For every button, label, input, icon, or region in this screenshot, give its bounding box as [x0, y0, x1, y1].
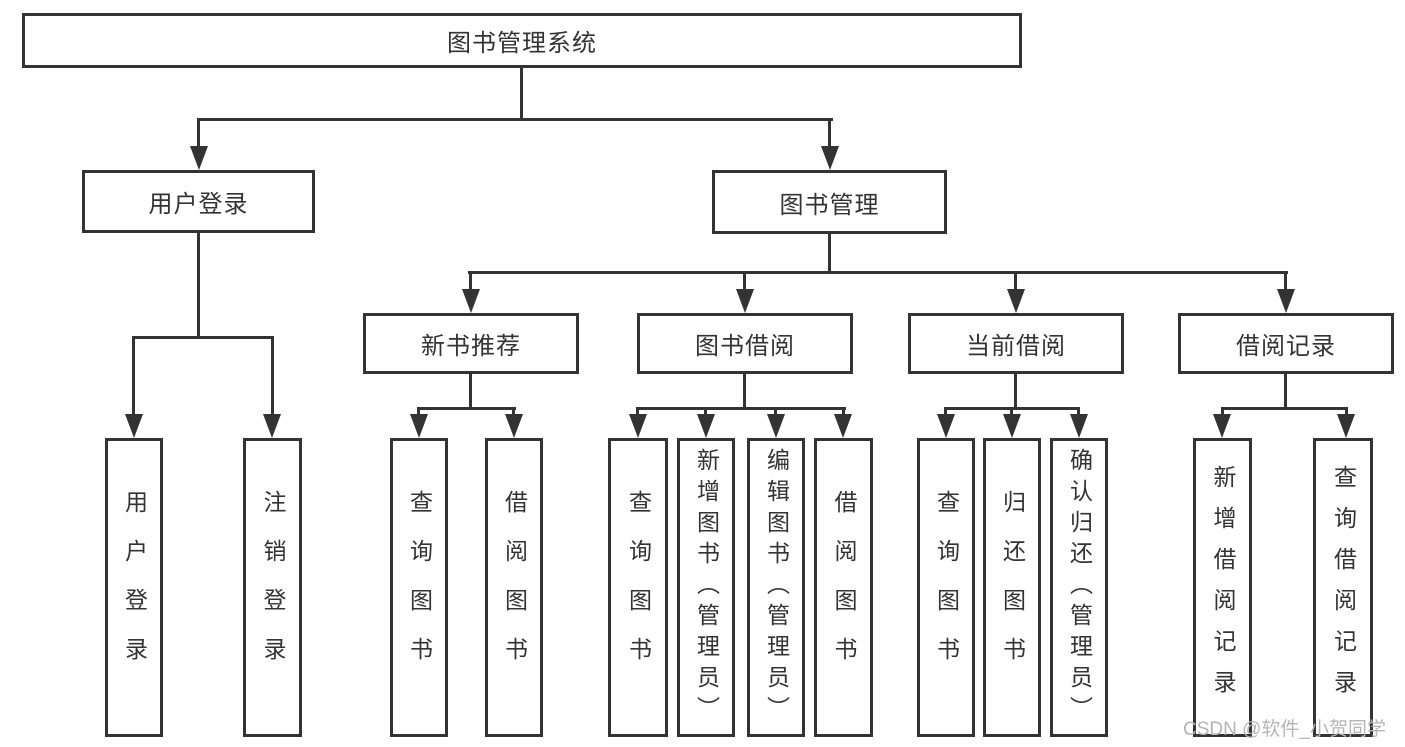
leaf-edit-books-admin: 编辑图书（管理员）	[747, 438, 805, 737]
arrowhead-down-icon	[263, 414, 281, 438]
node-book-borrow: 图书借阅	[637, 313, 853, 374]
connector-line	[197, 233, 200, 337]
node-borrow-records-label: 借阅记录	[1236, 333, 1336, 360]
connector-line	[417, 407, 516, 410]
arrowhead-down-icon	[410, 414, 428, 438]
arrowhead-down-icon	[125, 414, 143, 438]
connector-line	[743, 374, 746, 410]
leaf-recommend-borrow-books: 借阅图书	[485, 438, 543, 737]
leaf-return-books-label: 归还图书	[999, 489, 1026, 686]
arrowhead-down-icon	[736, 289, 754, 313]
node-new-book-recommend-label: 新书推荐	[421, 333, 521, 360]
leaf-recommend-query-books: 查询图书	[390, 438, 448, 737]
connector-line	[1077, 407, 1080, 417]
arrowhead-down-icon	[767, 414, 785, 438]
leaf-borrow-books: 借阅图书	[814, 438, 873, 737]
connector-line	[1014, 374, 1017, 410]
connector-line	[512, 407, 515, 417]
arrowhead-down-icon	[505, 414, 523, 438]
connector-line	[197, 118, 200, 150]
connector-line	[1221, 407, 1224, 417]
arrowhead-down-icon	[1277, 289, 1295, 313]
connector-line	[132, 336, 274, 339]
connector-line	[469, 271, 472, 293]
csdn-watermark: CSDN @软件_小贺同学	[1183, 719, 1386, 740]
connector-line	[743, 271, 746, 293]
leaf-edit-books-admin-label: 编辑图书（管理员）	[763, 448, 790, 727]
connector-line	[774, 407, 777, 417]
connector-line	[1014, 271, 1017, 293]
connector-line	[704, 407, 707, 417]
connector-line	[1221, 407, 1348, 410]
arrowhead-down-icon	[462, 289, 480, 313]
connector-line	[944, 407, 947, 417]
connector-line	[636, 407, 846, 410]
leaf-add-borrow-record: 新增借阅记录	[1193, 438, 1252, 737]
node-book-borrow-label: 图书借阅	[695, 333, 795, 360]
node-current-borrow: 当前借阅	[908, 313, 1124, 374]
leaf-user-login: 用户登录	[105, 438, 163, 737]
node-current-borrow-label: 当前借阅	[966, 333, 1066, 360]
node-library-system: 图书管理系统	[22, 13, 1022, 68]
leaf-recommend-query-books-label: 查询图书	[406, 489, 433, 686]
node-library-system-label: 图书管理系统	[447, 30, 597, 57]
connector-line	[1284, 271, 1287, 293]
arrowhead-down-icon	[697, 414, 715, 438]
connector-line	[1284, 374, 1287, 410]
leaf-user-login-label: 用户登录	[121, 489, 148, 686]
leaf-return-books: 归还图书	[983, 438, 1041, 737]
node-user-login-label: 用户登录	[148, 191, 249, 218]
leaf-current-query-books-label: 查询图书	[933, 489, 960, 686]
leaf-logout-login-label: 注销登录	[260, 489, 286, 686]
connector-line	[469, 374, 472, 410]
arrowhead-down-icon	[629, 414, 647, 438]
arrowhead-down-icon	[1337, 414, 1355, 438]
arrowhead-down-icon	[1007, 289, 1025, 313]
node-book-management-label: 图书管理	[779, 191, 880, 219]
arrowhead-down-icon	[834, 414, 852, 438]
connector-line	[1010, 407, 1013, 417]
leaf-borrow-query-books-label: 查询图书	[625, 489, 652, 686]
connector-line	[520, 68, 523, 118]
node-borrow-records: 借阅记录	[1178, 313, 1394, 374]
leaf-confirm-return-admin-label: 确认归还（管理员）	[1066, 448, 1093, 727]
connector-line	[828, 234, 831, 274]
node-user-login: 用户登录	[82, 170, 315, 233]
leaf-add-books-admin-label: 新增图书（管理员）	[693, 448, 720, 727]
leaf-borrow-books-label: 借阅图书	[831, 489, 857, 686]
arrowhead-down-icon	[1213, 414, 1231, 438]
node-book-management: 图书管理	[712, 170, 947, 234]
arrowhead-down-icon	[1070, 414, 1088, 438]
arrowhead-down-icon	[821, 146, 839, 170]
connector-line	[197, 118, 833, 121]
node-new-book-recommend: 新书推荐	[363, 313, 579, 374]
connector-line	[417, 407, 420, 417]
connector-line	[842, 407, 845, 417]
connector-line	[636, 407, 639, 417]
connector-line	[271, 336, 274, 416]
leaf-recommend-borrow-books-label: 借阅图书	[501, 489, 528, 686]
leaf-add-books-admin: 新增图书（管理员）	[677, 438, 735, 737]
leaf-query-borrow-record: 查询借阅记录	[1313, 438, 1373, 737]
arrowhead-down-icon	[1003, 414, 1021, 438]
leaf-logout-login: 注销登录	[243, 438, 302, 737]
connector-line	[132, 336, 135, 416]
arrowhead-down-icon	[937, 414, 955, 438]
leaf-query-borrow-record-label: 查询借阅记录	[1330, 464, 1357, 711]
leaf-confirm-return-admin: 确认归还（管理员）	[1050, 438, 1108, 737]
connector-line	[1345, 407, 1348, 417]
connector-line	[828, 118, 831, 150]
leaf-add-borrow-record-label: 新增借阅记录	[1210, 464, 1236, 711]
leaf-borrow-query-books: 查询图书	[608, 438, 668, 737]
arrowhead-down-icon	[190, 146, 208, 170]
leaf-current-query-books: 查询图书	[917, 438, 975, 737]
connector-line	[468, 271, 1288, 274]
